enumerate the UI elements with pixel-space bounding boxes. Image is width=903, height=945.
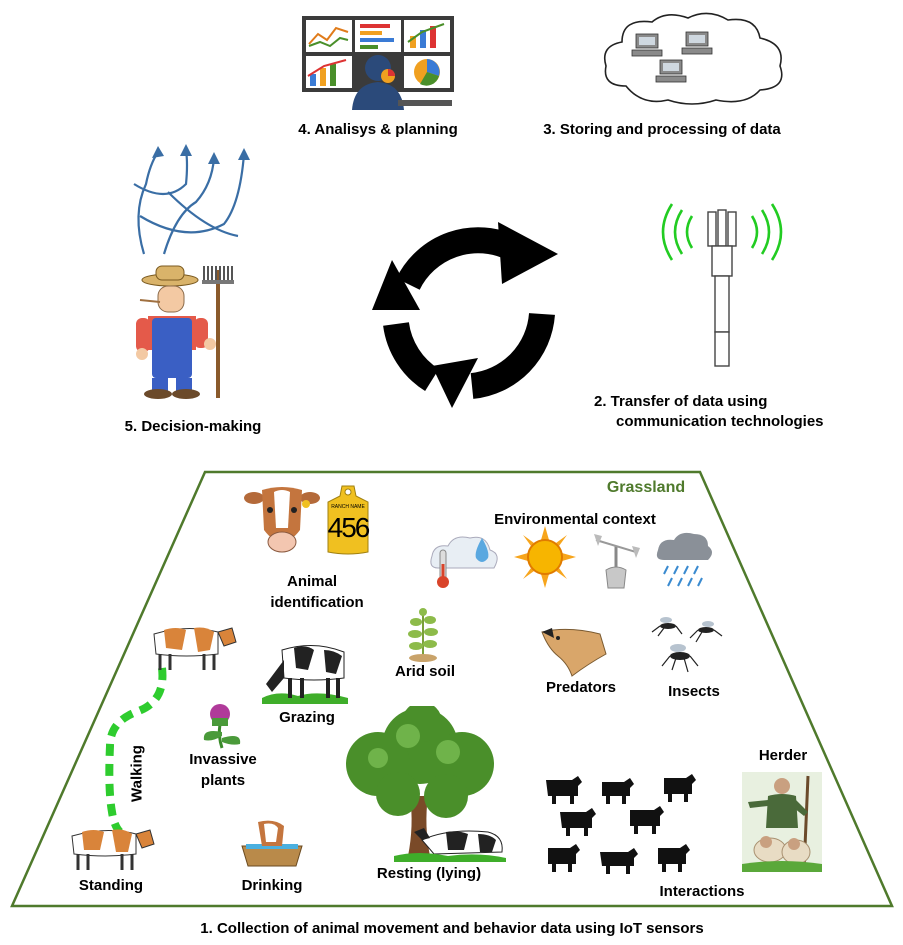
predators-label: Predators	[545, 679, 617, 696]
farmer-icon	[130, 262, 240, 400]
herd-interactions-icon	[540, 772, 700, 880]
humidity-temperature-icon	[428, 528, 500, 590]
cow-head-icon	[244, 484, 320, 556]
invasive-label-line1: Invassive	[189, 751, 257, 768]
cloud-computers-icon	[596, 8, 790, 108]
analysis-monitors-icon	[300, 14, 456, 110]
standing-label: Standing	[78, 877, 144, 894]
arid-soil-label: Arid soil	[394, 663, 455, 680]
rain-cloud-icon	[654, 530, 714, 590]
cell-tower-icon	[652, 196, 792, 372]
grassland-title: Grassland	[606, 479, 686, 496]
herder-icon	[742, 772, 822, 872]
collection-label: 1. Collection of animal movement and beh…	[200, 920, 704, 937]
cow-standing-top-icon	[146, 620, 238, 672]
insects-icon	[650, 614, 730, 682]
sun-icon	[514, 526, 576, 588]
analysis-label: 4. Analisys & planning	[298, 121, 458, 138]
walking-path	[105, 667, 167, 835]
transfer-label-line1: 2. Transfer of data using	[594, 393, 768, 410]
invasive-label-line2: plants	[200, 772, 246, 789]
grazing-cow-icon	[258, 640, 350, 704]
interactions-label: Interactions	[659, 883, 745, 900]
insects-label: Insects	[668, 683, 720, 700]
ear-tag-header: RANCH NAME	[331, 504, 365, 510]
drinking-cow-icon	[238, 818, 306, 868]
tree-resting-cow-icon	[338, 702, 508, 862]
walking-label: Walking	[128, 745, 146, 802]
animal-id-label-line2: identification	[270, 594, 364, 611]
predator-icon	[538, 624, 608, 678]
ear-tag-number: 456	[327, 512, 371, 543]
anemometer-icon	[588, 528, 644, 590]
storing-label: 3. Storing and processing of data	[543, 121, 781, 138]
transfer-label-line2: communication technologies	[616, 413, 824, 430]
invasive-plant-icon	[198, 702, 246, 750]
herder-label: Herder	[758, 747, 808, 764]
ear-tag-icon	[326, 484, 370, 556]
arid-plant-icon	[406, 608, 440, 662]
resting-label: Resting (lying)	[376, 865, 482, 882]
cycle-arrows-icon	[362, 214, 582, 408]
drinking-label: Drinking	[241, 877, 303, 894]
environmental-context-label: Environmental context	[494, 511, 656, 528]
decision-label: 5. Decision-making	[124, 418, 262, 435]
cow-standing-icon	[66, 824, 156, 872]
decision-arrows-icon	[126, 144, 266, 256]
grazing-label: Grazing	[279, 709, 335, 726]
animal-id-label-line1: Animal	[286, 573, 337, 590]
